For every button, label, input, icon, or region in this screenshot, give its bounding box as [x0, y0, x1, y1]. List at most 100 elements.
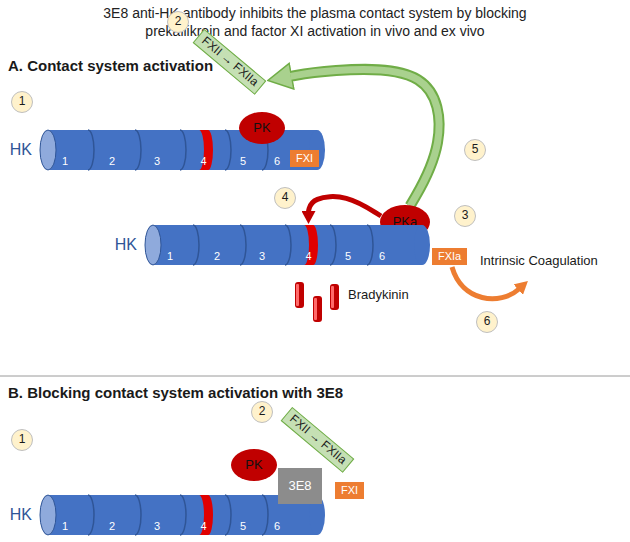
- domain-divider: [225, 130, 231, 170]
- domain-number: 1: [62, 520, 68, 533]
- bar-cap: [40, 495, 56, 535]
- domain-number: 6: [274, 155, 280, 168]
- domain-number: 2: [109, 155, 115, 168]
- node-label: PK: [245, 458, 262, 473]
- connector-fill: [291, 69, 440, 206]
- connector-path: [309, 197, 382, 216]
- protein-name: HK: [10, 141, 32, 159]
- coagulation-arrow: [452, 267, 519, 299]
- domain-number: 3: [259, 250, 265, 263]
- callout-circle: 2: [167, 11, 189, 33]
- activation-arrow: [291, 69, 440, 206]
- domain-number: 2: [109, 520, 115, 533]
- product-label: Bradykinin: [348, 288, 409, 303]
- callout-circle: 5: [464, 139, 486, 161]
- fragment-highlight: [314, 298, 317, 320]
- cleavage-domain: [304, 225, 318, 265]
- callout-number: 1: [19, 95, 26, 109]
- bar-shape: [145, 225, 430, 265]
- domain-number: 2: [214, 250, 220, 263]
- factor-box: FXIa: [432, 248, 467, 265]
- domain-number: 1: [167, 250, 173, 263]
- bar-shape: [40, 130, 325, 170]
- peptide-fragment: [313, 296, 322, 322]
- node-label: FXI: [296, 152, 313, 165]
- node-label: FXI: [341, 484, 358, 497]
- domain-number: 6: [379, 250, 385, 263]
- protein-name: HK: [115, 236, 137, 254]
- bar-cap: [40, 130, 56, 170]
- callout-number: 5: [472, 143, 479, 157]
- domain-divider: [285, 225, 291, 265]
- activation-box: FXII → FXIIa: [281, 407, 355, 473]
- callout-circle: 6: [476, 311, 498, 333]
- domain-divider: [135, 495, 141, 535]
- domain-divider: [180, 130, 186, 170]
- domain-number: 1: [62, 155, 68, 168]
- protein-name: HK: [10, 506, 32, 524]
- domain-number: 4: [200, 155, 206, 168]
- domain-divider: [225, 495, 231, 535]
- domain-number: 6: [274, 520, 280, 533]
- pathway-label: Intrinsic Coagulation: [480, 254, 598, 269]
- domain-number: 5: [240, 155, 246, 168]
- callout-number: 2: [175, 15, 182, 29]
- factor-box: FXI: [335, 482, 364, 499]
- kininogen-bar: HK123456: [145, 225, 430, 265]
- callout-number: 6: [484, 315, 491, 329]
- panel-heading: A. Contact system activation: [8, 57, 213, 74]
- peptide-fragment: [295, 282, 304, 308]
- cleavage-arrow: [309, 197, 382, 216]
- domain-number: 5: [240, 520, 246, 533]
- bar-end: [414, 225, 430, 265]
- callout-number: 3: [462, 209, 469, 223]
- domain-divider: [262, 495, 268, 535]
- cleavage-domain: [199, 495, 213, 535]
- node-label: PK: [253, 121, 270, 136]
- bradykinin-fragments: [295, 282, 339, 322]
- prekallikrein-oval: PK: [231, 449, 277, 481]
- fragment-highlight: [296, 284, 299, 306]
- domain-number: 3: [154, 520, 160, 533]
- node-label: 3E8: [288, 479, 311, 494]
- domain-number: 5: [345, 250, 351, 263]
- domain-number: 4: [305, 250, 311, 263]
- section-divider: [0, 376, 630, 377]
- callout-number: 1: [19, 433, 26, 447]
- bar-body: [153, 225, 422, 265]
- domain-number: 4: [200, 520, 206, 533]
- callout-circle: 3: [454, 205, 476, 227]
- callout-circle: 1: [11, 91, 33, 113]
- domain-divider: [135, 130, 141, 170]
- node-label: FXII → FXIIa: [287, 412, 349, 467]
- peptide-fragment: [330, 284, 339, 310]
- factor-box: FXI: [290, 150, 319, 167]
- callout-number: 2: [259, 405, 266, 419]
- domain-divider: [240, 225, 246, 265]
- connector-path: [291, 69, 440, 206]
- domain-divider: [330, 225, 336, 265]
- node-label: FXIa: [438, 250, 461, 263]
- bar-body: [48, 495, 317, 535]
- fragment-highlight: [331, 286, 334, 308]
- domain-divider: [367, 225, 373, 265]
- domain-divider: [180, 495, 186, 535]
- antibody-box: 3E8: [278, 468, 322, 504]
- bar-cap: [145, 225, 161, 265]
- prekallikrein-oval: PK: [239, 112, 285, 144]
- figure-title: 3E8 anti-HK antibody inhibits the plasma…: [80, 4, 550, 40]
- kininogen-bar: HK123456: [40, 130, 325, 170]
- cleavage-domain: [199, 130, 213, 170]
- domain-divider: [88, 495, 94, 535]
- domain-divider: [193, 225, 199, 265]
- panel-heading: B. Blocking contact system activation wi…: [8, 384, 343, 401]
- callout-circle: 2: [251, 401, 273, 423]
- callout-number: 4: [282, 191, 289, 205]
- domain-divider: [88, 130, 94, 170]
- callout-circle: 4: [274, 187, 296, 209]
- domain-number: 3: [154, 155, 160, 168]
- callout-circle: 1: [11, 429, 33, 451]
